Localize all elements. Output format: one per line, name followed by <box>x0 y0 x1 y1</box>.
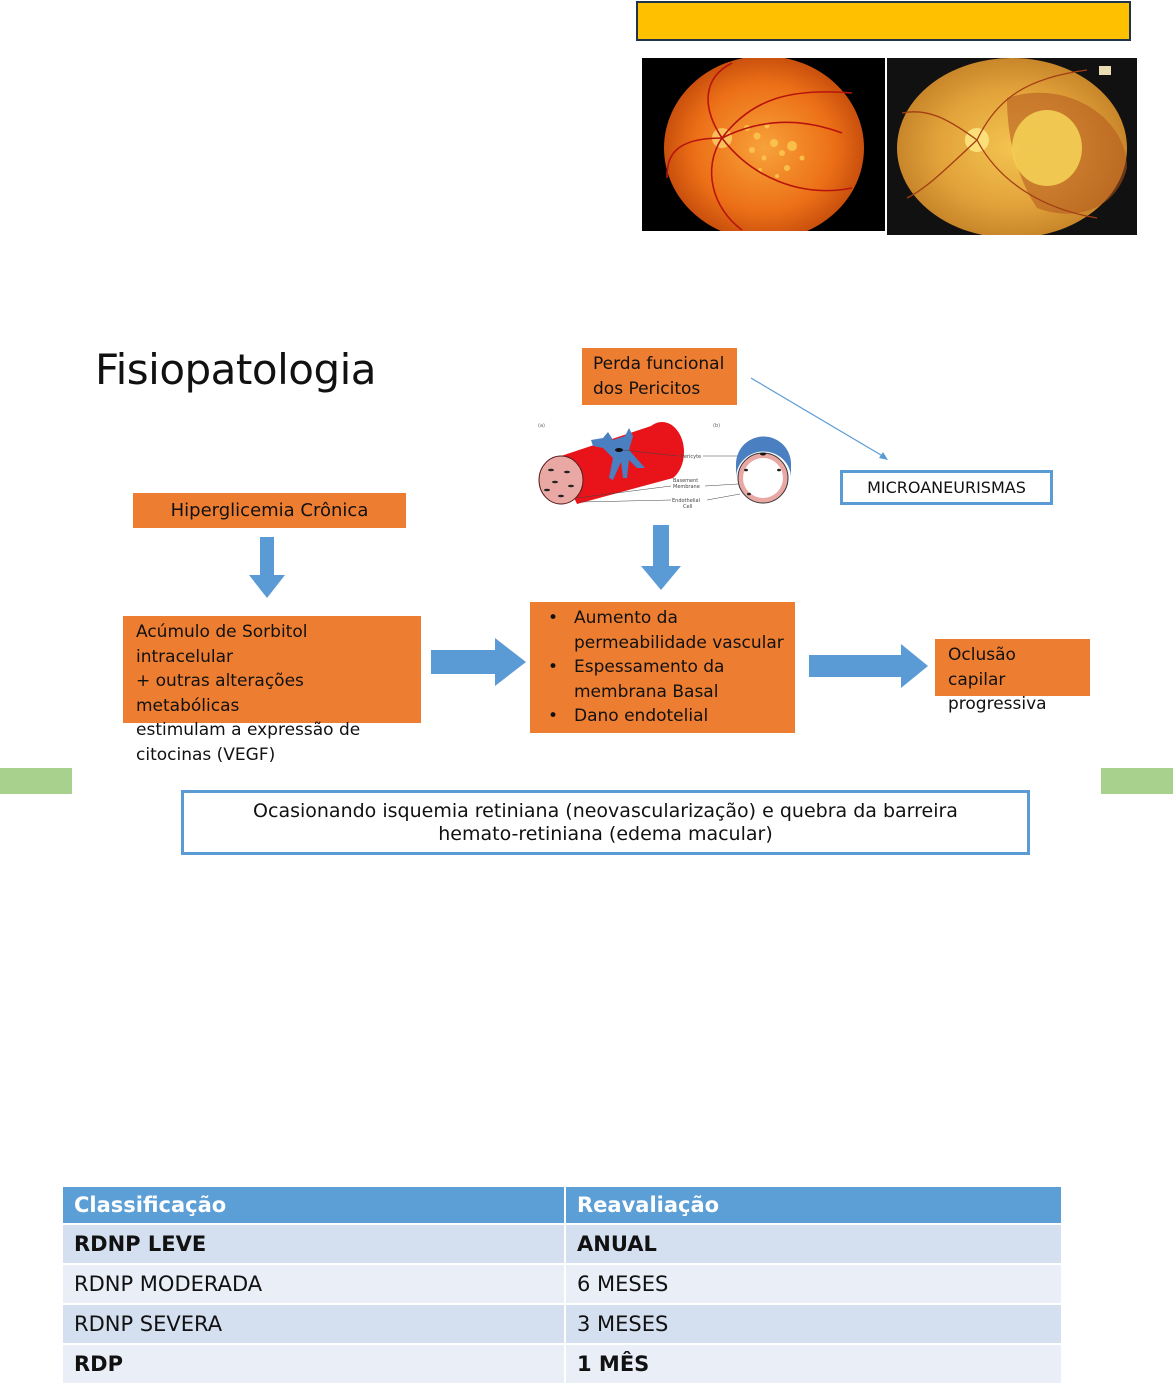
right-arrow-effects <box>809 644 928 688</box>
panel-b-label: (b) <box>713 423 720 429</box>
cell-classificacao: RDP <box>61 1343 566 1385</box>
acumulo-line-3: estimulam a expressão de <box>136 720 361 740</box>
green-marker-right <box>1101 768 1173 794</box>
green-marker-left <box>0 768 72 794</box>
header-classificacao: Classificação <box>61 1185 566 1225</box>
table-row: RDNP MODERADA 6 MESES <box>61 1263 1063 1305</box>
oclusao-line-2: progressiva <box>948 694 1047 714</box>
table-header-row: Classificação Reavaliação <box>61 1185 1063 1225</box>
oclusao-line-1: Oclusão capilar <box>948 645 1016 690</box>
conclusion-line-2: hemato-retiniana (edema macular) <box>438 823 773 845</box>
header-reavaliacao: Reavaliação <box>564 1185 1063 1225</box>
acumulo-sorbitol-box: Acúmulo de Sorbitol intracelular + outra… <box>123 616 421 765</box>
basement-label-2: Membrane <box>673 484 700 490</box>
perda-funcional-box: Perda funcional dos Pericitos <box>582 348 737 405</box>
cell-classificacao: RDNP SEVERA <box>61 1303 566 1345</box>
hiperglicemia-box: Hiperglicemia Crônica <box>133 493 406 528</box>
pericyte-label: Pericyte <box>681 454 701 460</box>
table-row: RDNP LEVE ANUAL <box>61 1223 1063 1265</box>
cell-reavaliacao: 3 MESES <box>564 1303 1063 1345</box>
table-row: RDP 1 MÊS <box>61 1343 1063 1385</box>
conclusion-box: Ocasionando isquemia retiniana (neovascu… <box>181 790 1030 855</box>
cell-reavaliacao: 1 MÊS <box>564 1343 1063 1385</box>
down-arrow-hiperglicemia <box>249 537 285 598</box>
cell-classificacao: RDNP LEVE <box>61 1223 566 1265</box>
classification-table: Classificação Reavaliação RDNP LEVE ANUA… <box>61 1185 1063 1385</box>
diagram-title: Fisiopatologia <box>95 345 377 394</box>
effect-item: Espessamento da membrana Basal <box>544 655 787 704</box>
acumulo-line-4: citocinas (VEGF) <box>136 744 276 765</box>
table-row: RDNP SEVERA 3 MESES <box>61 1303 1063 1345</box>
perda-line-1: Perda funcional <box>593 354 725 374</box>
fundus-image-right <box>887 58 1137 235</box>
effect-item: Aumento da permeabilidade vascular <box>544 606 787 655</box>
pericyte-illustration: (a) (b) Pericyte Basement Membrane Endot… <box>538 421 791 510</box>
right-arrow-acumulo <box>431 638 526 686</box>
perda-line-2: dos Pericitos <box>593 378 701 399</box>
acumulo-line-1: Acúmulo de Sorbitol intracelular <box>136 622 308 667</box>
endothelial-label-1: Endothelial <box>672 498 700 504</box>
basement-label-1: Basement <box>673 478 698 484</box>
microaneurismas-box: MICROANEURISMAS <box>840 470 1053 505</box>
thin-arrow-to-microaneurismas <box>750 377 888 460</box>
fundus-image-left <box>642 58 885 231</box>
oclusao-capilar-box: Oclusão capilar progressiva <box>935 639 1090 714</box>
endothelial-label-2: Cell <box>683 504 692 510</box>
vascular-effects-box: Aumento da permeabilidade vascular Espes… <box>530 602 795 733</box>
yellow-banner <box>636 1 1131 41</box>
acumulo-line-2: + outras alterações metabólicas <box>136 671 304 716</box>
cell-reavaliacao: ANUAL <box>564 1223 1063 1265</box>
panel-a-label: (a) <box>538 423 545 429</box>
cell-reavaliacao: 6 MESES <box>564 1263 1063 1305</box>
cell-classificacao: RDNP MODERADA <box>61 1263 566 1305</box>
conclusion-line-1: Ocasionando isquemia retiniana (neovascu… <box>253 800 958 822</box>
effect-item: Dano endotelial <box>544 704 787 729</box>
down-arrow-pericitos <box>641 525 681 590</box>
